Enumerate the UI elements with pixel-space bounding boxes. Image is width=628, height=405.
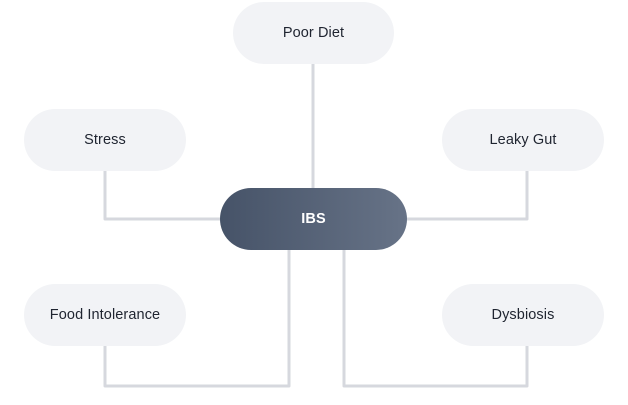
center-node-label: IBS bbox=[301, 211, 326, 227]
connector-dysbiosis bbox=[342, 248, 529, 388]
connector-food-intolerance bbox=[103, 248, 291, 388]
node-label: Stress bbox=[84, 132, 126, 148]
node-leaky-gut: Leaky Gut bbox=[442, 109, 604, 171]
node-label: Dysbiosis bbox=[491, 307, 555, 323]
node-label: Leaky Gut bbox=[489, 132, 557, 148]
node-food-intolerance: Food Intolerance bbox=[24, 284, 186, 346]
node-label: Poor Diet bbox=[282, 25, 345, 41]
node-dysbiosis: Dysbiosis bbox=[442, 284, 604, 346]
connector-leaky-gut bbox=[405, 169, 529, 221]
node-poor-diet: Poor Diet bbox=[233, 2, 394, 64]
node-label: Food Intolerance bbox=[49, 307, 161, 323]
node-ibs-center: IBS bbox=[220, 188, 407, 250]
node-stress: Stress bbox=[24, 109, 186, 171]
connector-stress bbox=[103, 169, 222, 221]
